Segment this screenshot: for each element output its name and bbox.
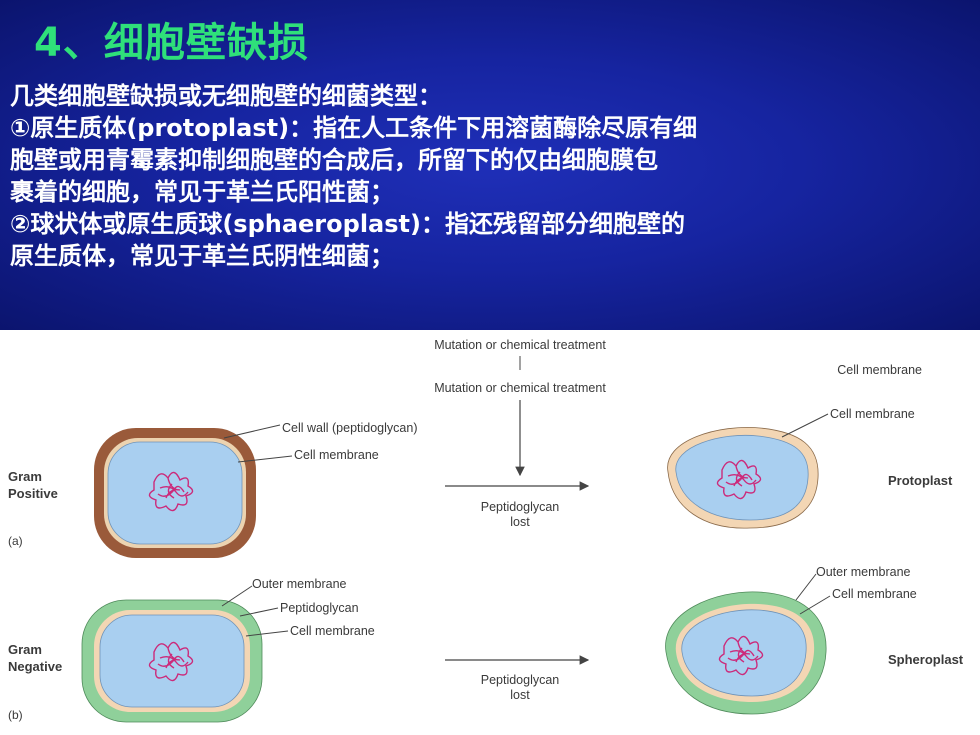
leader-line xyxy=(795,573,817,601)
leader-line xyxy=(221,585,253,607)
spheroplast-name: Spheroplast xyxy=(888,652,964,667)
leader-line xyxy=(239,607,279,617)
protoplast-membrane-label: Cell membrane xyxy=(830,407,915,421)
gram-positive-label-line2: Positive xyxy=(8,486,58,501)
cytoplasm-shape xyxy=(107,441,243,545)
slide-body-text: 几类细胞壁缺损或无细胞壁的细菌类型： ①原生质体(protoplast)：指在人… xyxy=(10,80,940,272)
gram-negative-cell xyxy=(81,599,263,723)
cell-membrane-label-a: Cell membrane xyxy=(294,448,379,462)
body-line: 胞壁或用青霉素抑制细胞壁的合成后，所留下的仅由细胞膜包 xyxy=(10,146,658,174)
peptidoglycan-lost-label-a2: lost xyxy=(510,515,530,529)
gram-positive-cell xyxy=(94,428,256,558)
panel-a-tag: (a) xyxy=(8,534,23,548)
peptidoglycan-lost-label-b2: lost xyxy=(510,688,530,702)
body-line: 原生质体，常见于革兰氏阴性细菌； xyxy=(10,242,394,270)
slide-title: 4、细胞壁缺损 xyxy=(34,20,309,66)
spheroplast-outer-membrane-label: Outer membrane xyxy=(816,565,911,579)
spheroplast-cell xyxy=(665,591,827,715)
diagram-svg: Mutation or chemical treatment Cell memb… xyxy=(8,338,964,723)
leader-line xyxy=(223,424,281,439)
gram-positive-label-line1: Gram xyxy=(8,469,42,484)
protoplast-cell xyxy=(667,427,819,529)
top-right-cell-membrane-label: Cell membrane xyxy=(837,363,922,377)
leader-line xyxy=(237,455,293,463)
cell-wall-diagram: Mutation or chemical treatment Cell memb… xyxy=(0,330,980,735)
body-line: ①原生质体(protoplast)：指在人工条件下用溶菌酶除尽原有细 xyxy=(10,114,698,142)
mutation-label: Mutation or chemical treatment xyxy=(434,381,606,395)
cell-membrane-label-b: Cell membrane xyxy=(290,624,375,638)
top-caption: Mutation or chemical treatment xyxy=(434,338,606,352)
body-line: 几类细胞壁缺损或无细胞壁的细菌类型： xyxy=(10,82,442,110)
gram-negative-label-line2: Negative xyxy=(8,659,62,674)
panel-b-tag: (b) xyxy=(8,708,23,722)
slide-header-panel: 4、细胞壁缺损 几类细胞壁缺损或无细胞壁的细菌类型： ①原生质体(protopl… xyxy=(0,0,980,330)
peptidoglycan-lost-label-b1: Peptidoglycan xyxy=(481,673,560,687)
leader-line xyxy=(799,595,831,615)
peptidoglycan-label: Peptidoglycan xyxy=(280,601,359,615)
peptidoglycan-lost-label-a1: Peptidoglycan xyxy=(481,500,560,514)
cell-wall-label: Cell wall (peptidoglycan) xyxy=(282,421,417,435)
leader-line xyxy=(781,413,829,438)
body-line: ②球状体或原生质球(sphaeroplast)：指还残留部分细胞壁的 xyxy=(10,210,685,238)
outer-membrane-label-b: Outer membrane xyxy=(252,577,347,591)
gram-negative-label-line1: Gram xyxy=(8,642,42,657)
spheroplast-membrane-label: Cell membrane xyxy=(832,587,917,601)
body-line: 裹着的细胞，常见于革兰氏阳性菌； xyxy=(10,178,394,206)
leader-line xyxy=(245,630,289,637)
protoplast-name: Protoplast xyxy=(888,473,953,488)
